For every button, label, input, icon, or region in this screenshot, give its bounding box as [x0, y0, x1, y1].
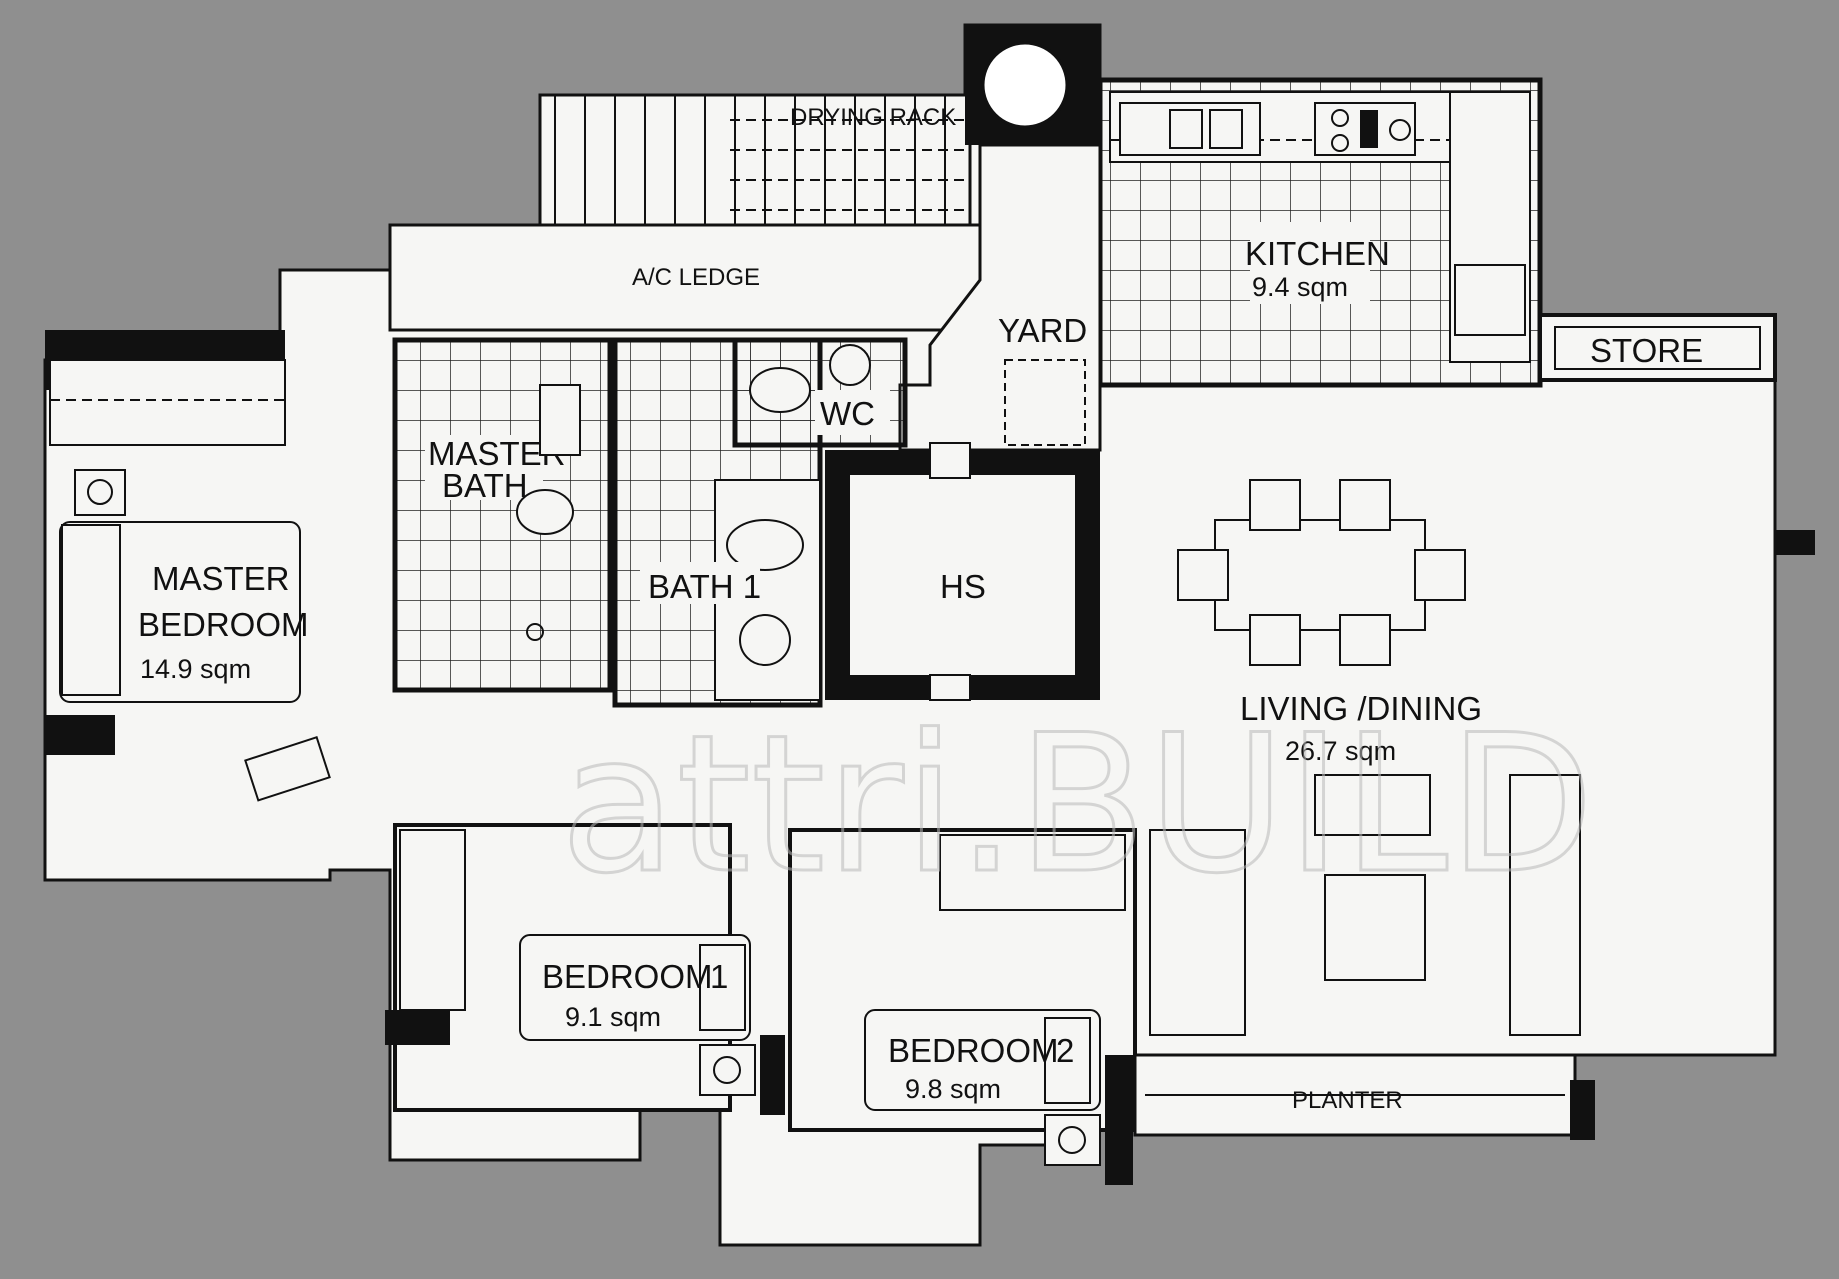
aircon-icon [74, 469, 126, 516]
floor-drain-icon [526, 623, 544, 641]
household-shelter: HS [825, 442, 1100, 701]
living-dining-area: 26.7 sqm [1285, 736, 1396, 766]
toilet-icon [726, 519, 804, 571]
bed-icon [519, 934, 751, 1041]
yard-label: YARD [998, 312, 1087, 349]
ac-ledge: A/C LEDGE [388, 223, 982, 332]
bedroom-2: BEDROOM 2 9.8 sqm [788, 828, 1137, 1185]
watermark-text: attri.BUILD [560, 694, 1594, 915]
wardrobe-icon [939, 834, 1126, 911]
master-bedroom: MASTER BEDROOM 14.9 sqm [45, 330, 331, 802]
hs-label: HS [940, 568, 986, 605]
chute [965, 25, 1100, 145]
bedroom-2-number: 2 [1056, 1032, 1074, 1069]
master-bedroom-area: 14.9 sqm [140, 654, 251, 684]
basin-icon [829, 344, 871, 386]
kitchen-area: 9.4 sqm [1252, 272, 1348, 302]
kitchen-label: KITCHEN [1245, 235, 1390, 272]
drying-rack-label: DRYING RACK [790, 104, 956, 131]
aircon-icon [1044, 1114, 1101, 1166]
armchair-icon [1314, 774, 1431, 836]
master-bath: MASTER BATH [392, 337, 613, 693]
watermark: attri.BUILD [559, 693, 1596, 917]
dining-chairs [1177, 479, 1466, 666]
sofa-icon [1149, 829, 1246, 1036]
master-bedroom-label-1: MASTER [152, 560, 290, 597]
drying-rack: DRYING RACK [538, 93, 972, 227]
bedroom-1-area: 9.1 sqm [565, 1002, 661, 1032]
master-bedroom-label-2: BEDROOM [138, 606, 309, 643]
bedroom-1-number: 1 [710, 958, 728, 995]
master-bath-label-2: BATH [442, 467, 528, 504]
toilet-icon [516, 489, 574, 535]
kitchen: KITCHEN 9.4 sqm [1097, 77, 1543, 388]
coffee-table-icon [1324, 874, 1426, 981]
wardrobe-icon [399, 829, 466, 1011]
toilet-icon [749, 367, 811, 413]
living-dining-label: LIVING /DINING [1240, 690, 1482, 727]
living-dining: LIVING /DINING 26.7 sqm [1149, 479, 1815, 1036]
planter: PLANTER [1133, 1053, 1595, 1140]
bed-icon [864, 1009, 1101, 1111]
basin-icon [539, 384, 581, 456]
dining-table-icon [1214, 519, 1426, 631]
sink-icon [1119, 102, 1261, 156]
store-label: STORE [1590, 332, 1703, 369]
planter-label: PLANTER [1292, 1087, 1403, 1114]
wc: WC [732, 337, 908, 448]
ac-ledge-label: A/C LEDGE [632, 264, 760, 291]
wc-label: WC [820, 395, 875, 432]
bedroom-1: BEDROOM 1 9.1 sqm [385, 823, 785, 1115]
yard: YARD [898, 143, 1102, 452]
bedroom-1-label: BEDROOM [542, 958, 713, 995]
wardrobe-icon [49, 359, 286, 446]
aircon-icon [699, 1044, 756, 1096]
desk-chair-icon [244, 736, 331, 802]
fridge-icon [1454, 264, 1526, 336]
bedroom-2-area: 9.8 sqm [905, 1074, 1001, 1104]
bath-1-label: BATH 1 [648, 568, 761, 605]
basin-icon [739, 614, 791, 666]
bedroom-2-label: BEDROOM [888, 1032, 1059, 1069]
tv-console-icon [1509, 774, 1581, 1036]
store: STORE [1538, 313, 1777, 382]
